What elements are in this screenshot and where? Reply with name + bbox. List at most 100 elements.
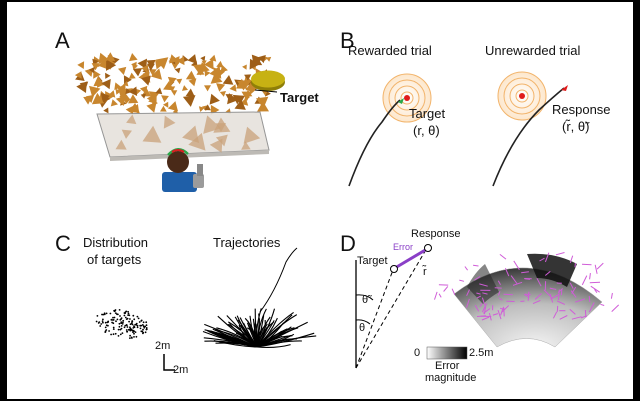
error-arrow (466, 298, 470, 308)
target-dot (119, 318, 122, 321)
response-marker (424, 244, 432, 252)
panel-b-letter: B (340, 28, 355, 53)
triangle (229, 84, 237, 92)
target-dot (138, 321, 141, 323)
target-dot (123, 326, 126, 329)
target-dot (114, 332, 117, 335)
target-dot (104, 321, 107, 324)
target-dot (102, 318, 104, 321)
target-dot (114, 309, 117, 311)
triangle (227, 93, 238, 105)
triangle (171, 90, 178, 96)
target-dot (107, 324, 109, 327)
error-arrow (589, 281, 601, 284)
error-arrow (500, 306, 505, 316)
error-arrow (497, 291, 501, 296)
target-dot (133, 318, 136, 321)
target-dot (145, 321, 148, 324)
target-dot (126, 330, 129, 333)
triangle (155, 59, 165, 70)
triangle (79, 81, 89, 90)
error-arrow (481, 316, 490, 321)
target-dot (125, 318, 128, 320)
target-dot (105, 329, 108, 331)
triangle (129, 53, 138, 62)
error-arrow (588, 295, 591, 303)
triangle (222, 75, 234, 85)
triangle (160, 105, 167, 112)
trajectory-bundle (202, 308, 317, 348)
ground-triangle (215, 134, 228, 147)
d-response-label: Response (411, 228, 461, 240)
scale-label-x: 2m (173, 364, 189, 376)
triangle (141, 75, 151, 86)
rewarded-agent (398, 98, 404, 104)
target-dot (115, 320, 117, 323)
target-dot (112, 326, 115, 329)
error-arrow (594, 289, 598, 293)
error-arrow (610, 292, 613, 299)
error-arrow (571, 316, 582, 320)
error-arrow (550, 293, 560, 300)
panel-c-letter: C (55, 231, 71, 256)
triangle (249, 58, 260, 70)
rewarded-trajectory (348, 99, 401, 187)
target-dot (135, 335, 138, 338)
d-target-label: Target (357, 255, 388, 267)
target-dot (129, 318, 131, 320)
target-dot (110, 333, 112, 336)
theta-tilde-arc (355, 294, 374, 301)
error-arrow (488, 312, 492, 321)
target-dot (123, 314, 126, 317)
error-arrow (575, 298, 586, 303)
target-dot (141, 330, 144, 333)
triangle (237, 80, 249, 91)
target-marker (390, 265, 398, 273)
error-arrow (451, 288, 456, 296)
triangle (93, 70, 101, 79)
triangle-field (74, 52, 274, 115)
target-dot (121, 323, 124, 325)
error-arrow (532, 299, 541, 305)
ground-triangle (243, 126, 261, 144)
error-arrow (590, 285, 600, 293)
triangle (89, 85, 101, 98)
target-dot (104, 331, 107, 333)
trajectory-line (256, 314, 293, 348)
target-dot (112, 333, 115, 336)
triangle (182, 95, 196, 107)
target-dot (105, 312, 108, 315)
error-arrow (481, 303, 488, 313)
triangle (91, 92, 105, 105)
triangle (114, 82, 122, 90)
trajectory-line (256, 344, 291, 348)
target-dot (136, 315, 139, 318)
target-dot (142, 321, 145, 324)
triangle (128, 94, 139, 104)
error-arrow (512, 281, 523, 286)
unrewarded-agent (561, 85, 568, 91)
triangle (204, 104, 211, 111)
target-dot (124, 316, 127, 319)
triangle (209, 65, 222, 79)
error-arrow (552, 311, 558, 319)
error-heatmap-fan (453, 253, 603, 348)
error-arrow (479, 303, 483, 307)
target-dot (135, 322, 138, 325)
error-arrow (481, 297, 486, 306)
triangle (101, 79, 111, 90)
error-arrow (570, 290, 577, 298)
long-trajectory (259, 247, 298, 313)
colorbar-max: 2.5m (469, 347, 494, 359)
target-dot (133, 332, 135, 335)
target-dot (118, 309, 121, 311)
target-dot (96, 315, 99, 317)
target-dot (129, 337, 131, 339)
triangle (185, 88, 195, 97)
target-dot (113, 316, 116, 319)
error-arrow (571, 286, 577, 294)
triangle (244, 74, 252, 81)
target-dot (133, 330, 135, 333)
triangle (98, 52, 110, 64)
target-disk (251, 70, 285, 93)
